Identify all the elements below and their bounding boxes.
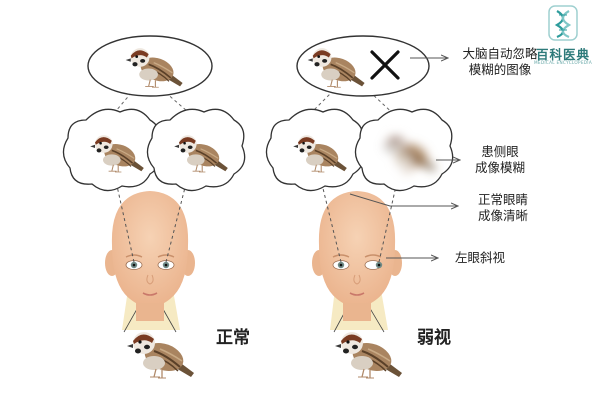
dna-logo-icon <box>548 5 578 41</box>
normal-head <box>104 190 196 322</box>
normal-eye-line2: 成像清晰 <box>477 208 528 223</box>
normal-panel <box>62 35 246 379</box>
affected-eye-line2: 成像模糊 <box>474 160 525 175</box>
brain-perception-bubble-amblyopia <box>296 35 430 97</box>
cross-icon <box>370 50 400 80</box>
normal-eye-line1: 正常眼睛 <box>477 192 528 207</box>
arrow-icon <box>349 193 458 206</box>
amblyopia-label: 弱视 <box>417 328 451 348</box>
affected-eye-line1: 患侧眼 <box>481 144 519 159</box>
object-bird-amblyopia <box>334 331 403 379</box>
amblyopia-head <box>311 190 403 322</box>
logo-subtitle: MEDICAL ENCYCLOPEDIA <box>533 60 593 65</box>
object-bird-normal <box>126 331 195 379</box>
normal-eye-note: 正常眼睛 成像清晰 <box>460 192 546 224</box>
squint-note: 左眼斜视 <box>454 250 505 265</box>
brain-ignore-note: 大脑自动忽略 模糊的图像 <box>452 46 548 78</box>
normal-label: 正常 <box>216 328 250 348</box>
affected-eye-note: 患侧眼 成像模糊 <box>462 144 538 176</box>
logo: 百科医典 MEDICAL ENCYCLOPEDIA <box>530 4 596 68</box>
brain-ignore-line1: 大脑自动忽略 <box>462 46 538 61</box>
brain-ignore-line2: 模糊的图像 <box>468 62 532 77</box>
logo-name: 百科医典 <box>535 47 590 62</box>
amblyopia-panel <box>265 35 460 379</box>
